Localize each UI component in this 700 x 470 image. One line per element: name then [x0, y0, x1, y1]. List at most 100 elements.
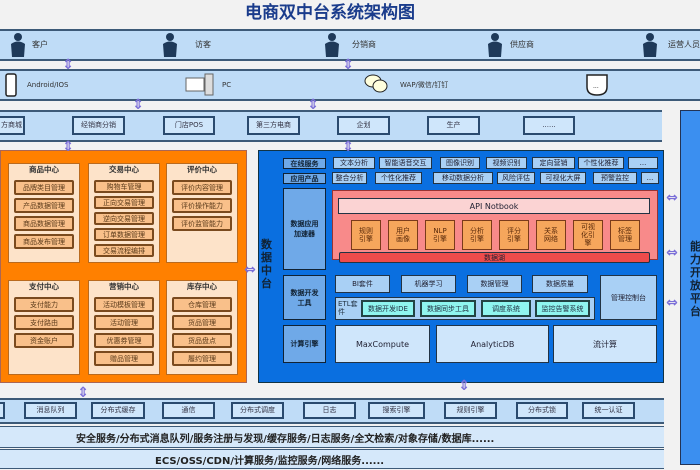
center-item[interactable]: 优惠券管理 — [94, 333, 154, 348]
dev-tool-item[interactable]: 机器学习 — [401, 275, 456, 293]
center-item[interactable]: 商品数据管理 — [14, 216, 74, 231]
channel-3[interactable]: 第三方电商 — [247, 116, 300, 135]
dev-tool-item[interactable]: 数据管理 — [467, 275, 522, 293]
etl-item[interactable]: 数据开发IDE — [361, 300, 415, 317]
online-service-item[interactable]: 图像识别 — [440, 157, 480, 169]
online-service-item[interactable]: 视频识别 — [486, 157, 527, 169]
devices-band — [0, 69, 700, 101]
center-title: 营销中心 — [109, 282, 139, 291]
center-item[interactable]: 活动管理 — [94, 315, 154, 330]
service-item[interactable]: 通信 — [162, 402, 215, 419]
center-item[interactable]: 支付能力 — [14, 297, 74, 312]
center-item[interactable]: 评价内容管理 — [172, 180, 232, 195]
online-service-item[interactable]: 智能语音交互 — [379, 157, 432, 169]
center-panel — [166, 163, 238, 263]
center-item[interactable]: 资金账户 — [14, 333, 74, 348]
center-item[interactable]: 支付路由 — [14, 315, 74, 330]
etl-item[interactable]: 调度系统 — [481, 300, 531, 317]
etl-item[interactable]: 数据同步工具 — [420, 300, 476, 317]
center-item[interactable]: 正向交易管理 — [94, 196, 154, 209]
center-item[interactable]: 交易流程编排 — [94, 244, 154, 257]
bidirectional-arrow-icon: ⇕ — [307, 97, 319, 113]
app-product-item[interactable]: ... — [641, 172, 659, 184]
svg-text:...: ... — [593, 83, 599, 90]
center-item[interactable]: 评价监管能力 — [172, 216, 232, 231]
dev-tool-item[interactable]: 数据质量 — [532, 275, 588, 293]
engine-item[interactable]: 标签管理 — [610, 220, 640, 250]
engine-item[interactable]: 规则引擎 — [351, 220, 381, 250]
app-product-item[interactable]: 个性化推荐 — [375, 172, 422, 184]
service-item[interactable]: 分布式锁 — [516, 402, 568, 419]
center-item[interactable]: 购物车管理 — [94, 180, 154, 193]
center-item[interactable]: 订单数据管理 — [94, 228, 154, 241]
channel-4[interactable]: 企划 — [337, 116, 390, 135]
engine-item[interactable]: 分析引擎 — [462, 220, 492, 250]
online-service-item[interactable]: 定向营销 — [532, 157, 575, 169]
app-product-item[interactable]: 整合分析 — [332, 172, 367, 184]
service-item[interactable]: 搜索引擎 — [368, 402, 425, 419]
engine-item[interactable]: 关系网络 — [536, 220, 566, 250]
dev-tools-label: 数据开发工具 — [283, 275, 326, 320]
data-lake[interactable]: 数据湖 — [339, 252, 650, 263]
operator-icon — [640, 32, 660, 58]
channel-0[interactable]: 方商城 — [0, 116, 25, 135]
bidirectional-arrow-icon: ⇕ — [62, 139, 74, 155]
service-item[interactable]: 规则引擎 — [444, 402, 497, 419]
compute-item[interactable]: AnalyticDB — [436, 325, 549, 363]
center-item[interactable]: 货品管理 — [172, 315, 232, 330]
center-item[interactable]: 履约管理 — [172, 351, 232, 366]
device-label: WAP/微信/钉钉 — [400, 81, 449, 89]
center-item[interactable]: 活动模板管理 — [94, 297, 154, 312]
center-title: 库存中心 — [187, 282, 217, 291]
app-product-item[interactable]: 移动数据分析 — [433, 172, 493, 184]
channel-5[interactable]: 生产 — [427, 116, 480, 135]
etl-item[interactable]: 监控告警系统 — [535, 300, 590, 317]
bidirectional-arrow-icon: ⇔ — [666, 295, 678, 311]
infra-band-1 — [0, 426, 664, 448]
service-item[interactable]: 统一认证 — [582, 402, 635, 419]
center-item[interactable]: 品牌类目管理 — [14, 180, 74, 195]
user-label: 客户 — [32, 39, 48, 49]
dev-tool-item[interactable]: BI套件 — [335, 275, 390, 293]
center-title: 商品中心 — [29, 165, 59, 174]
service-item[interactable]: 分布式缓存 — [91, 402, 145, 419]
user-label: 供应商 — [510, 39, 534, 49]
online-service-item[interactable]: 个性化推荐 — [578, 157, 624, 169]
center-item[interactable]: 赠品管理 — [94, 351, 154, 366]
center-item[interactable]: 商品发布管理 — [14, 234, 74, 249]
compute-item[interactable]: 流计算 — [553, 325, 657, 363]
etl-label: ETL套件 — [338, 299, 358, 316]
device-label: Android/IOS — [27, 81, 69, 89]
center-item[interactable]: 评价操作能力 — [172, 198, 232, 213]
service-item[interactable]: 分布式调度 — [231, 402, 284, 419]
compute-item[interactable]: MaxCompute — [335, 325, 430, 363]
phone-icon — [4, 73, 18, 101]
channel-2[interactable]: 门店POS — [163, 116, 215, 135]
channel-1[interactable]: 经销商分销 — [72, 116, 125, 135]
channel-6[interactable]: ...... — [523, 116, 575, 135]
bidirectional-arrow-icon: ⇕ — [132, 97, 144, 113]
center-item[interactable]: 产品数据管理 — [14, 198, 74, 213]
service-item[interactable]: 日志 — [303, 402, 356, 419]
app-product-item[interactable]: 风险评估 — [497, 172, 535, 184]
engine-item[interactable]: 用户画像 — [388, 220, 418, 250]
infra-band-2 — [0, 449, 664, 469]
center-title: 支付中心 — [29, 282, 59, 291]
api-notbook[interactable]: API Notbook — [338, 198, 650, 214]
engine-item[interactable]: 可视化引擎 — [573, 220, 603, 250]
app-product-item[interactable]: 可视化大屏 — [540, 172, 586, 184]
center-item[interactable]: 货品盘点 — [172, 333, 232, 348]
center-item[interactable]: 逆向交易管理 — [94, 212, 154, 225]
users-band — [0, 29, 700, 61]
app-product-item[interactable]: 预警监控 — [593, 172, 637, 184]
service-item[interactable]: 消息队列 — [24, 402, 77, 419]
center-item[interactable]: 仓库管理 — [172, 297, 232, 312]
online-service-item[interactable]: ... — [628, 157, 658, 169]
pc-icon — [185, 73, 215, 101]
management-console[interactable]: 管理控制台 — [600, 275, 657, 320]
service-item[interactable] — [0, 402, 5, 419]
engine-item[interactable]: NLP引擎 — [425, 220, 455, 250]
online-service-item[interactable]: 文本分析 — [333, 157, 375, 169]
engine-item[interactable]: 评分引擎 — [499, 220, 529, 250]
bidirectional-arrow-icon: ⇕ — [77, 385, 89, 401]
